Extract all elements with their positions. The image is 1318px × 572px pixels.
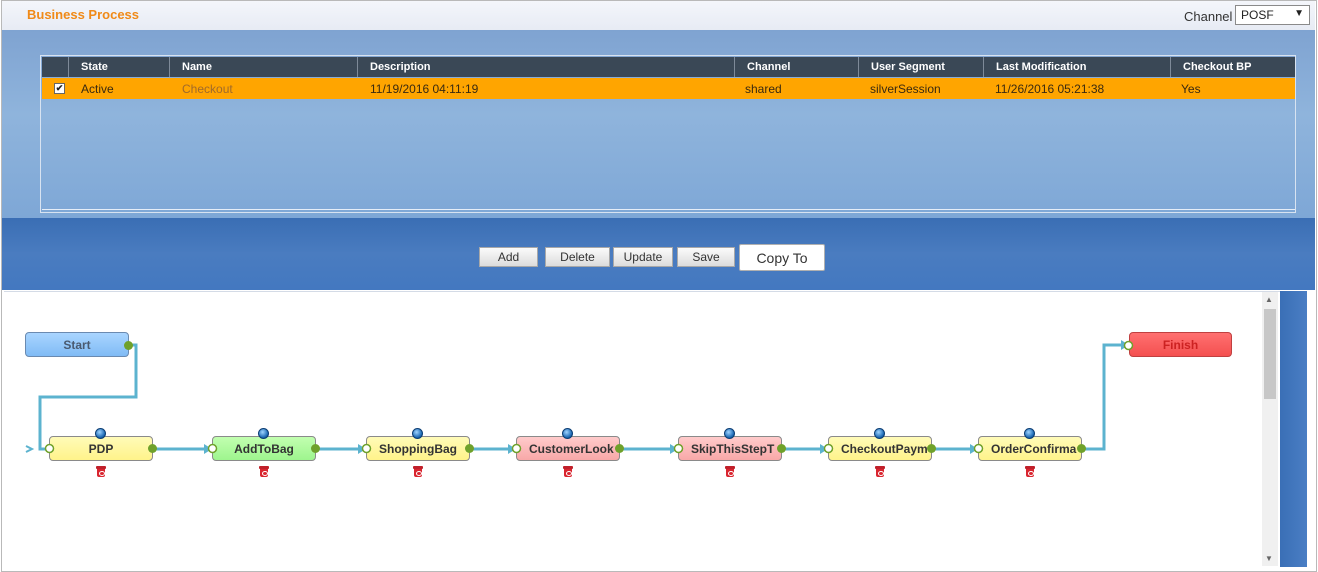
column-header-state[interactable]: State (81, 61, 108, 73)
port-in[interactable] (44, 443, 55, 454)
cell-checkout-bp: Yes (1181, 82, 1201, 96)
canvas-scrollbar[interactable]: ▲ ▼ (1262, 292, 1278, 566)
cell-state: Active (81, 82, 114, 96)
flow-node-checkoutpaym[interactable]: CheckoutPaym (828, 436, 932, 461)
trash-icon[interactable] (413, 466, 423, 477)
flow-node-finish[interactable]: Finish (1129, 332, 1232, 357)
flow-node-skipthisstept[interactable]: SkipThisStepT (678, 436, 782, 461)
save-button[interactable]: Save (677, 247, 735, 267)
port-out-start (124, 341, 133, 350)
update-button[interactable]: Update (613, 247, 673, 267)
header-bar: Business Process Channel (2, 1, 1315, 30)
port-in[interactable] (973, 443, 984, 454)
cell-last-modification: 11/26/2016 05:21:38 (995, 82, 1105, 96)
flow-canvas[interactable] (4, 291, 1280, 567)
trash-icon[interactable] (725, 466, 735, 477)
channel-select[interactable]: POSF ▼ (1235, 5, 1310, 25)
port-in[interactable] (207, 443, 218, 454)
delete-button[interactable]: Delete (545, 247, 610, 267)
column-header-name[interactable]: Name (182, 61, 212, 73)
globe-icon[interactable] (724, 428, 735, 439)
flow-node-addtobag[interactable]: AddToBag (212, 436, 316, 461)
flow-node-start[interactable]: Start (25, 332, 129, 357)
scroll-down-icon[interactable]: ▼ (1265, 554, 1273, 563)
column-header-user-segment[interactable]: User Segment (871, 61, 945, 73)
port-out[interactable] (776, 443, 787, 454)
copy-to-button[interactable]: Copy To (739, 244, 825, 271)
connector-orderconfirma-finish (1081, 343, 1127, 451)
port-in[interactable] (673, 443, 684, 454)
port-out[interactable] (464, 443, 475, 454)
globe-icon[interactable] (1024, 428, 1035, 439)
cell-description: 11/19/2016 04:11:19 (370, 82, 479, 96)
column-header-last-modification[interactable]: Last Modification (996, 61, 1087, 73)
port-out[interactable] (147, 443, 158, 454)
globe-icon[interactable] (562, 428, 573, 439)
port-out[interactable] (310, 443, 321, 454)
table-row[interactable]: ✔ Active Checkout 11/19/2016 04:11:19 sh… (42, 78, 1295, 99)
globe-icon[interactable] (95, 428, 106, 439)
globe-icon[interactable] (258, 428, 269, 439)
cell-channel: shared (745, 82, 782, 96)
page-title: Business Process (27, 7, 140, 22)
globe-icon[interactable] (874, 428, 885, 439)
column-header-description[interactable]: Description (370, 61, 431, 73)
trash-icon[interactable] (96, 466, 106, 477)
connector-arrow-in (25, 445, 35, 453)
column-header-channel[interactable]: Channel (747, 61, 791, 73)
port-out[interactable] (614, 443, 625, 454)
grid-divider (42, 209, 1295, 210)
flow-node-customerlook[interactable]: CustomerLook (516, 436, 620, 461)
trash-icon[interactable] (875, 466, 885, 477)
port-in[interactable] (511, 443, 522, 454)
port-in[interactable] (361, 443, 372, 454)
channel-label: Channel (1184, 9, 1233, 24)
cell-user-segment: silverSession (870, 82, 941, 96)
chevron-down-icon: ▼ (1294, 8, 1304, 19)
channel-select-value: POSF (1241, 8, 1274, 22)
right-panel-strip (1280, 291, 1307, 567)
grid-header: State Name Description Channel User Segm… (42, 57, 1295, 77)
business-process-grid: State Name Description Channel User Segm… (40, 55, 1296, 213)
flow-node-orderconfirma[interactable]: OrderConfirma (978, 436, 1082, 461)
cell-name-link[interactable]: Checkout (182, 82, 233, 96)
flow-node-pdp[interactable]: PDP (49, 436, 153, 461)
port-out[interactable] (926, 443, 937, 454)
trash-icon[interactable] (563, 466, 573, 477)
port-out[interactable] (1076, 443, 1087, 454)
flow-node-shoppingbag[interactable]: ShoppingBag (366, 436, 470, 461)
trash-icon[interactable] (1025, 466, 1035, 477)
port-in-finish (1123, 340, 1134, 351)
scrollbar-thumb[interactable] (1264, 309, 1276, 399)
trash-icon[interactable] (259, 466, 269, 477)
add-button[interactable]: Add (479, 247, 538, 267)
row-checkbox[interactable]: ✔ (54, 83, 65, 94)
globe-icon[interactable] (412, 428, 423, 439)
port-in[interactable] (823, 443, 834, 454)
scroll-up-icon[interactable]: ▲ (1265, 295, 1273, 304)
column-header-checkout-bp[interactable]: Checkout BP (1183, 61, 1252, 73)
connector-start-pdp (38, 343, 138, 451)
